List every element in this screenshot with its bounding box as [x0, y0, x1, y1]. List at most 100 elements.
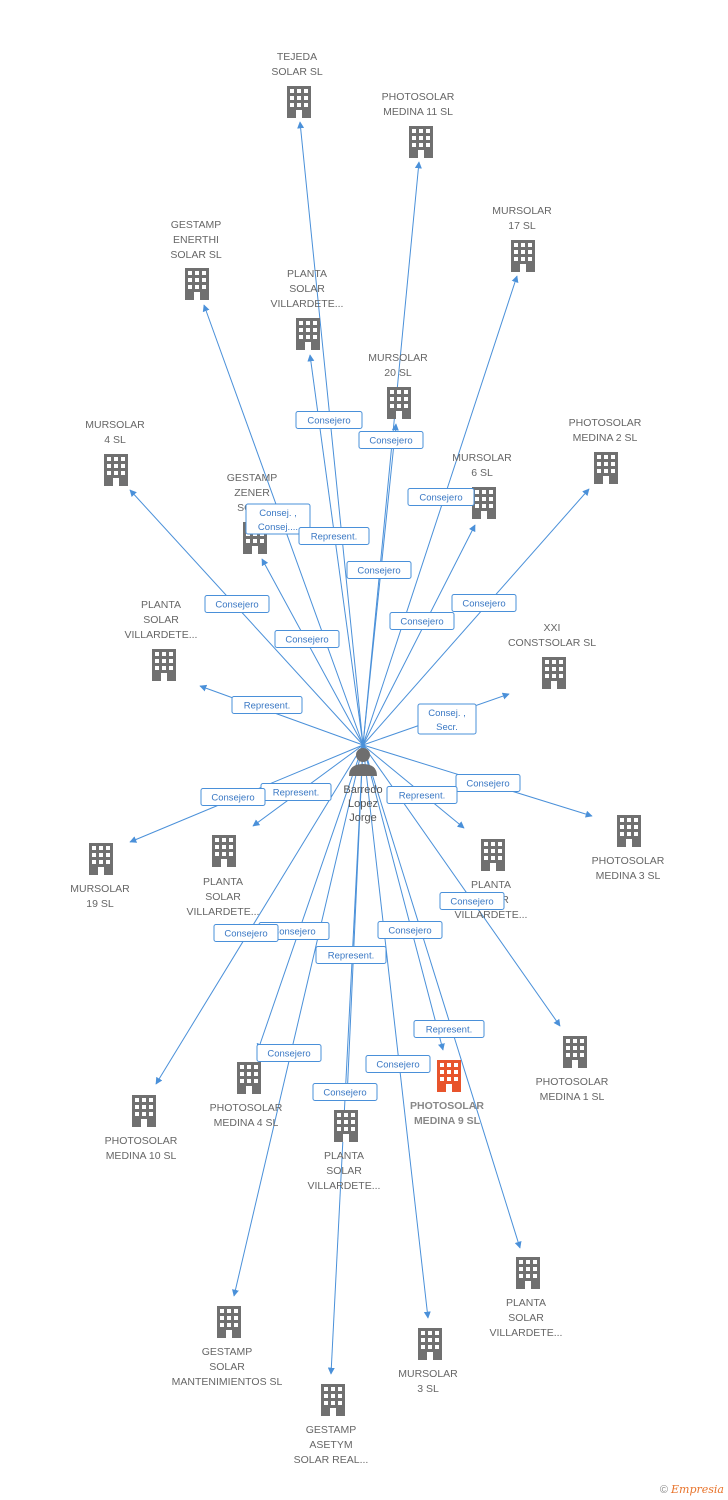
edge-role-label[interactable]: Consejero	[312, 1083, 378, 1101]
edge-role-label[interactable]: Consejero	[358, 431, 424, 449]
edge-role-label[interactable]: Consejero	[439, 892, 505, 910]
node-label: PLANTA	[471, 879, 511, 891]
building-icon	[481, 839, 505, 871]
edge-line	[362, 744, 445, 1051]
edge-role-label[interactable]: Consejero	[256, 1044, 322, 1062]
edge-role-label[interactable]: Consejero	[274, 630, 340, 648]
edge-role-text: Consejero	[450, 897, 493, 908]
node-label: MURSOLAR	[85, 419, 145, 431]
edge-role-label[interactable]: Represent.	[231, 696, 303, 714]
company-node[interactable]: PLANTASOLARVILLARDETE...	[271, 268, 344, 350]
edge-role-text: Represent.	[244, 701, 290, 712]
edge-role-label[interactable]: Consejero	[295, 411, 363, 429]
edge-role-label[interactable]: Consejero	[346, 561, 412, 579]
edge-role-label[interactable]: Represent.	[260, 783, 332, 801]
node-label: ENERTHI	[173, 234, 219, 246]
node-label: VILLARDETE...	[308, 1180, 381, 1192]
company-node[interactable]: PLANTASOLARVILLARDETE...	[187, 835, 260, 918]
node-label: SOLAR REAL...	[294, 1454, 369, 1466]
node-label: GESTAMP	[171, 219, 222, 231]
building-icon	[409, 126, 433, 158]
edge-role-text: Consejero	[323, 1088, 366, 1099]
company-node[interactable]: PLANTASOLARVILLARDETE...	[125, 599, 198, 681]
edge-role-label[interactable]: Consejero	[213, 924, 279, 942]
edge-role-text: Consej. ,	[259, 508, 297, 519]
edge-role-label[interactable]: Consejero	[407, 488, 475, 506]
node-label: XXI	[544, 622, 561, 634]
building-icon	[418, 1328, 442, 1360]
edge-role-label[interactable]: Represent.	[315, 946, 387, 964]
company-node[interactable]: GESTAMP ENERTHI SOLAR SL	[170, 219, 222, 300]
edge-role-label[interactable]: Consejero	[365, 1055, 431, 1073]
edge-role-text: Consejero	[272, 927, 315, 938]
node-label: MURSOLAR	[452, 452, 512, 464]
edge-role-label[interactable]: Consejero	[377, 921, 443, 939]
edge-line	[362, 524, 476, 746]
building-icon	[89, 843, 113, 875]
company-node[interactable]: MURSOLAR 17 SL	[492, 205, 552, 272]
edge-role-label[interactable]: Consejero	[451, 594, 517, 612]
node-label: SOLAR	[209, 1361, 245, 1373]
building-icon	[217, 1306, 241, 1338]
edge-role-text: Consejero	[466, 779, 509, 790]
edge-role-label[interactable]: Consejero	[200, 788, 266, 806]
node-label: GESTAMP	[202, 1346, 253, 1358]
person-name: Jorge	[349, 812, 377, 824]
edge-role-label[interactable]: Consej. ,Consej....	[245, 503, 311, 535]
edge-line	[232, 744, 364, 1297]
edge-role-label[interactable]: Consejero	[204, 595, 270, 613]
building-icon	[617, 815, 641, 847]
node-label: SOLAR	[326, 1165, 362, 1177]
edge-role-label[interactable]: Consej. ,Secr.	[417, 703, 477, 735]
edge-role-text: Consejero	[376, 1060, 419, 1071]
node-label: VILLARDETE...	[187, 906, 260, 918]
edge-role-label[interactable]: Consejero	[389, 612, 455, 630]
edge-role-label[interactable]: Consejero	[455, 774, 521, 792]
node-label: VILLARDETE...	[490, 1327, 563, 1339]
edge-line	[155, 744, 364, 1085]
node-label: SOLAR SL	[170, 249, 222, 261]
edge-role-label[interactable]: Represent.	[413, 1020, 485, 1038]
node-label: MEDINA 11 SL	[383, 106, 453, 118]
empresia-logo: Empresia	[671, 1483, 724, 1496]
edge-role-label[interactable]: Represent.	[298, 527, 370, 545]
edge-role-text: Consejero	[267, 1049, 310, 1060]
edge-role-text: Consejero	[211, 793, 254, 804]
node-label: MURSOLAR	[398, 1368, 458, 1380]
node-label: MURSOLAR	[492, 205, 552, 217]
node-label: GESTAMP	[306, 1424, 357, 1436]
edge-role-text: Represent.	[426, 1025, 472, 1036]
edge-role-label[interactable]: Represent.	[386, 786, 458, 804]
footer-brand[interactable]: © Empresia	[660, 1483, 724, 1496]
building-icon	[516, 1257, 540, 1289]
building-icon	[334, 1110, 358, 1142]
company-node[interactable]: PLANTASOLARVILLARDETE...	[490, 1257, 563, 1339]
node-label: MEDINA 4 SL	[214, 1117, 279, 1129]
node-label: SOLAR	[143, 614, 179, 626]
building-icon	[287, 86, 311, 118]
node-label: 17 SL	[508, 220, 536, 232]
building-icon	[594, 452, 618, 484]
building-icon	[472, 487, 496, 519]
edge-line	[362, 744, 522, 1249]
company-node[interactable]: PLANTASOLARVILLARDETE...	[308, 1110, 381, 1192]
